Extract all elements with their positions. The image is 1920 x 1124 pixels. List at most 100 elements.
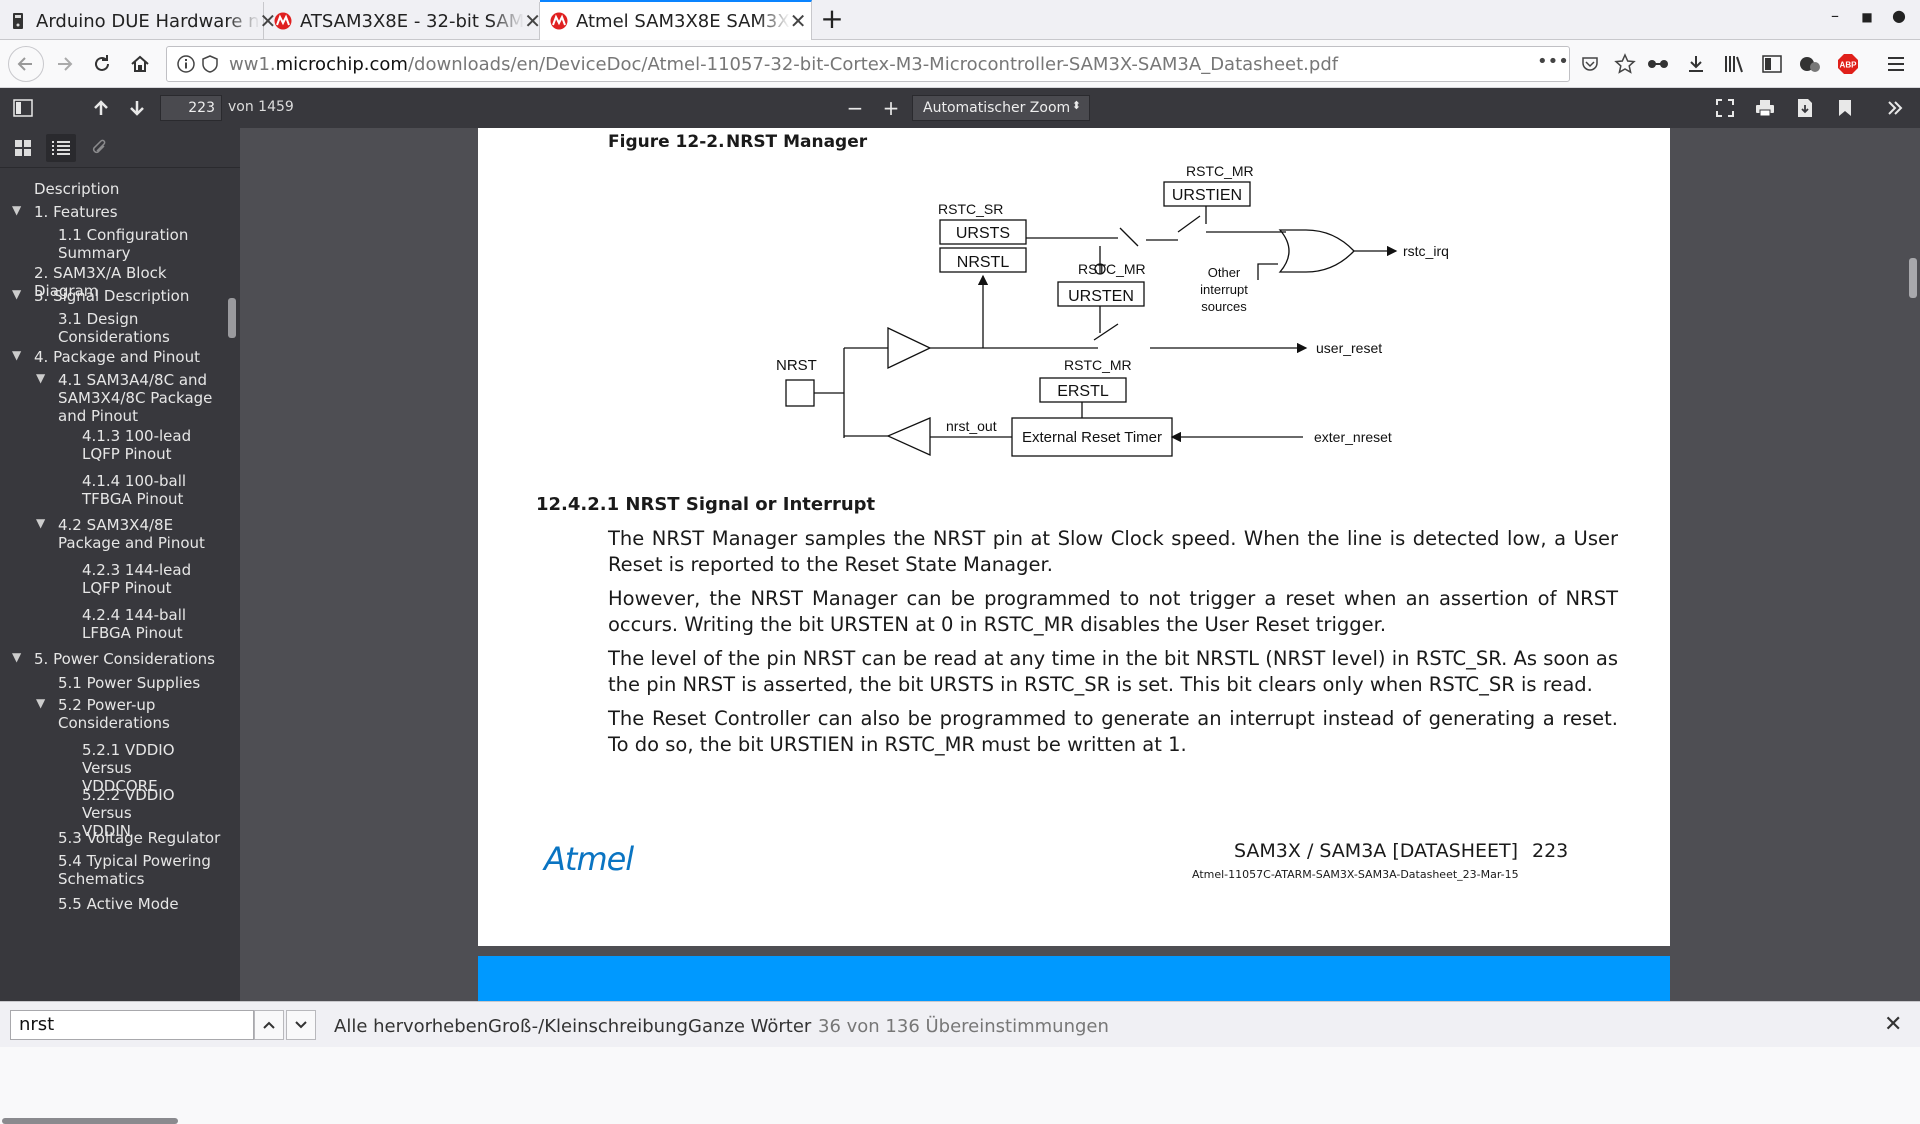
label-rstc-irq: rstc_irq [1403, 243, 1449, 259]
maximize-icon[interactable]: ■ [1861, 10, 1873, 24]
downloads-button[interactable] [1680, 48, 1712, 80]
triangle-down-icon[interactable]: ▼ [36, 371, 46, 385]
adblock-button[interactable]: ABP [1832, 48, 1864, 80]
tab-atsam3x8e[interactable]: ATSAM3X8E - 32-bit SAM ✕ [264, 2, 542, 40]
zoom-out-button[interactable]: − [840, 94, 870, 122]
find-input[interactable]: nrst [10, 1010, 254, 1040]
find-match-status: 36 von 136 Übereinstimmungen [818, 1016, 1109, 1037]
back-button[interactable] [8, 46, 44, 82]
match-case-toggle[interactable]: Groß-/Kleinschreibung [488, 1016, 688, 1037]
forward-button[interactable] [48, 48, 80, 80]
url-text[interactable]: ww1.microchip.com/downloads/en/DeviceDoc… [229, 54, 1339, 75]
attachments-view-button[interactable] [84, 134, 114, 162]
highlight-all-toggle[interactable]: Alle hervorheben [334, 1016, 489, 1037]
outline-item[interactable]: 5.3 Voltage Regulator [58, 829, 221, 847]
updown-chevron-icon: ⬍ [1071, 99, 1081, 112]
outline-item[interactable]: 5. Power Considerations [34, 650, 215, 668]
minimize-icon[interactable]: – [1831, 6, 1839, 25]
save-button[interactable] [1790, 94, 1820, 122]
close-find-bar-icon[interactable]: ✕ [1884, 1012, 1903, 1037]
label-nrst: NRST [776, 357, 817, 374]
home-icon [131, 55, 149, 72]
chevron-down-icon [295, 1021, 307, 1029]
tab-strip: Arduino DUE Hardware n ✕ ATSAM3X8E - 32-… [0, 0, 1920, 40]
info-icon[interactable] [177, 55, 195, 77]
presentation-mode-button[interactable] [1710, 94, 1740, 122]
close-window-icon[interactable]: ● [1892, 6, 1906, 25]
shield-icon[interactable] [201, 55, 219, 77]
triangle-down-icon[interactable]: ▼ [12, 203, 22, 217]
print-button[interactable] [1750, 94, 1780, 122]
bookmark-button[interactable] [1830, 94, 1860, 122]
sidebar-horizontal-scrollbar[interactable] [2, 1118, 178, 1124]
outline-item[interactable]: 3. Signal Description [34, 287, 190, 305]
double-chevron-right-icon [1888, 101, 1903, 115]
outline-item[interactable]: Description [34, 180, 120, 198]
tab-arduino[interactable]: Arduino DUE Hardware n ✕ [0, 2, 276, 40]
zoom-select[interactable]: Automatischer Zoom⬍ [912, 95, 1090, 121]
close-icon[interactable]: ✕ [524, 9, 542, 33]
outline-item[interactable]: 4. Package and Pinout [34, 348, 200, 366]
triangle-down-icon[interactable]: ▼ [12, 348, 22, 362]
close-icon[interactable]: ✕ [789, 9, 807, 33]
reader-glasses-button[interactable] [1642, 48, 1674, 80]
sidebar-toggle-button[interactable] [1756, 48, 1788, 80]
outline-item[interactable]: 5.1 Power Supplies [58, 674, 201, 692]
menu-button[interactable] [1880, 48, 1912, 80]
next-page-button[interactable] [122, 94, 152, 122]
find-previous-button[interactable] [254, 1010, 284, 1040]
previous-page-button[interactable] [86, 94, 116, 122]
reload-button[interactable] [86, 48, 118, 80]
zoom-in-button[interactable]: + [876, 94, 906, 122]
label-erstl: ERSTL [1057, 383, 1109, 400]
home-button[interactable] [124, 48, 156, 80]
viewer-scrollbar[interactable] [1909, 258, 1917, 298]
label-rstc-sr: RSTC_SR [938, 201, 1003, 217]
close-icon[interactable]: ✕ [259, 9, 277, 33]
next-pdf-page [478, 956, 1670, 1001]
pocket-icon[interactable] [1581, 55, 1599, 77]
triangle-down-icon[interactable]: ▼ [12, 650, 22, 664]
triangle-down-icon[interactable]: ▼ [12, 287, 22, 301]
extension-button[interactable] [1794, 48, 1826, 80]
footer-page-number: 223 [1532, 840, 1569, 862]
whole-words-toggle[interactable]: Ganze Wörter [688, 1016, 812, 1037]
pdf-viewer: Figure 12-2. NRST Manager [240, 128, 1920, 1001]
sidebar-scrollbar[interactable] [228, 298, 236, 338]
triangle-down-icon[interactable]: ▼ [36, 696, 46, 710]
label-ursten: URSTEN [1068, 288, 1134, 305]
page-actions-icon[interactable]: ••• [1537, 51, 1569, 72]
page-number-input[interactable]: 223 [160, 95, 222, 121]
outline-item[interactable]: 1. Features [34, 203, 118, 221]
tools-button[interactable] [1880, 94, 1910, 122]
triangle-down-icon[interactable]: ▼ [36, 516, 46, 530]
forward-arrow-icon [58, 57, 73, 71]
outline-item[interactable]: 5.5 Active Mode [58, 895, 179, 913]
library-button[interactable] [1718, 48, 1750, 80]
tab-atmel-sam3x8e[interactable]: Atmel SAM3X8E SAM3X ✕ [540, 0, 812, 40]
plus-icon: + [882, 96, 900, 120]
bookmark-star-icon[interactable] [1614, 53, 1636, 78]
find-bar: nrst Alle hervorheben Groß-/Kleinschreib… [0, 1001, 1920, 1047]
label-interrupt: interrupt [1200, 282, 1248, 297]
toggle-sidebar-button[interactable] [8, 94, 38, 122]
outline-item[interactable]: 2. SAM3X/A Block Diagram [34, 264, 167, 300]
thumbnail-view-button[interactable] [8, 134, 38, 162]
new-tab-button[interactable]: + [820, 2, 844, 35]
outline-view-button[interactable] [46, 134, 76, 162]
find-next-button[interactable] [286, 1010, 316, 1040]
url-bar[interactable]: ww1.microchip.com/downloads/en/DeviceDoc… [166, 46, 1636, 82]
pdf-page: Figure 12-2. NRST Manager [478, 128, 1670, 946]
